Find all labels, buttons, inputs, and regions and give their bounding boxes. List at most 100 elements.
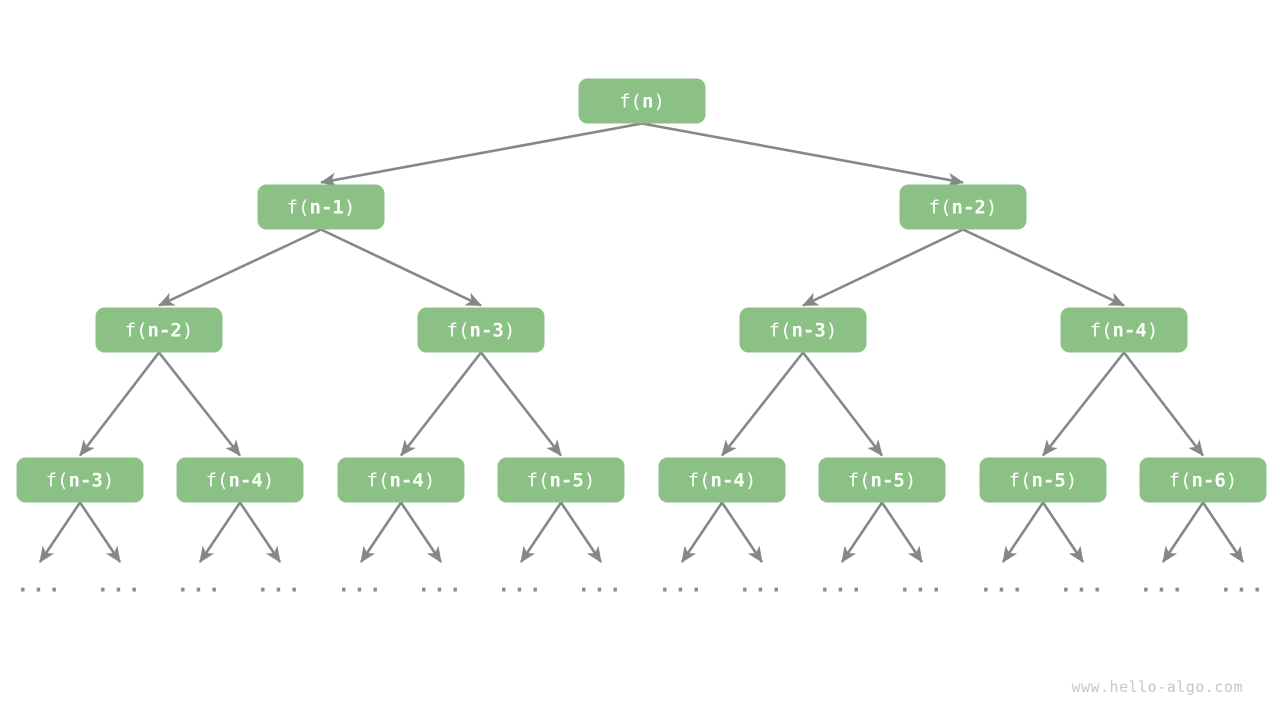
ellipsis-leaf: ... bbox=[658, 572, 706, 597]
node-label-prefix: f( bbox=[1008, 469, 1032, 491]
edge-arrow bbox=[1041, 351, 1126, 457]
edge-arrow bbox=[78, 501, 122, 563]
node-label-suffix: ) bbox=[102, 469, 115, 491]
edge-arrow bbox=[78, 351, 161, 457]
node-label-prefix: f( bbox=[928, 196, 952, 218]
node-label-argument: n-3 bbox=[68, 469, 103, 491]
node-label-argument: n-5 bbox=[1031, 469, 1066, 491]
node-label-suffix: ) bbox=[423, 469, 436, 491]
edge-arrow bbox=[801, 351, 884, 457]
ellipsis-leaf: ... bbox=[577, 572, 625, 597]
edge-arrow bbox=[519, 501, 563, 563]
node-label-suffix: ) bbox=[583, 469, 596, 491]
node-label-prefix: f( bbox=[687, 469, 711, 491]
node-label-suffix: ) bbox=[181, 319, 194, 341]
tree-node-n8: f(n-4) bbox=[176, 457, 304, 503]
node-label-argument: n-5 bbox=[549, 469, 584, 491]
edge-arrow bbox=[840, 501, 884, 563]
node-label-prefix: f( bbox=[847, 469, 871, 491]
edge-arrow bbox=[1001, 501, 1045, 563]
node-label-prefix: f( bbox=[446, 319, 470, 341]
node-label-prefix: f( bbox=[1168, 469, 1192, 491]
node-label-argument: n-3 bbox=[791, 319, 826, 341]
edge-arrow bbox=[559, 501, 603, 563]
tree-node-n12: f(n-5) bbox=[818, 457, 946, 503]
edge-arrow bbox=[880, 501, 924, 563]
edge-arrow bbox=[1041, 501, 1085, 563]
edge-arrow bbox=[399, 501, 443, 563]
ellipsis-leaf: ... bbox=[96, 572, 144, 597]
ellipsis-leaf: ... bbox=[16, 572, 64, 597]
node-label-prefix: f( bbox=[45, 469, 69, 491]
node-label-prefix: f( bbox=[526, 469, 550, 491]
edge-arrow bbox=[962, 228, 1125, 307]
node-label-argument: n bbox=[641, 90, 654, 112]
edge-arrow bbox=[157, 351, 242, 457]
tree-node-n5: f(n-3) bbox=[739, 307, 867, 353]
node-label-argument: n-1 bbox=[309, 196, 344, 218]
edge-arrow bbox=[320, 228, 482, 307]
edge-arrow bbox=[479, 351, 563, 457]
node-label-prefix: f( bbox=[286, 196, 310, 218]
node-label-argument: n-3 bbox=[469, 319, 504, 341]
node-label-suffix: ) bbox=[653, 90, 665, 112]
edge-arrow bbox=[38, 501, 82, 563]
node-label-prefix: f( bbox=[619, 90, 642, 112]
edge-arrow bbox=[1201, 501, 1245, 563]
edge-arrow bbox=[720, 501, 764, 563]
node-label-argument: n-2 bbox=[147, 319, 182, 341]
node-label-suffix: ) bbox=[503, 319, 516, 341]
node-label-argument: n-5 bbox=[870, 469, 905, 491]
node-label-suffix: ) bbox=[985, 196, 998, 218]
tree-node-n6: f(n-4) bbox=[1060, 307, 1188, 353]
node-label-suffix: ) bbox=[1146, 319, 1159, 341]
edge-arrow bbox=[359, 501, 403, 563]
node-label-prefix: f( bbox=[124, 319, 148, 341]
tree-node-n11: f(n-4) bbox=[658, 457, 786, 503]
ellipsis-leaf: ... bbox=[1059, 572, 1107, 597]
node-label-prefix: f( bbox=[366, 469, 390, 491]
ellipsis-leaf: ... bbox=[176, 572, 224, 597]
node-label-suffix: ) bbox=[904, 469, 917, 491]
node-label-prefix: f( bbox=[205, 469, 229, 491]
tree-node-n9: f(n-4) bbox=[337, 457, 465, 503]
tree-node-n13: f(n-5) bbox=[979, 457, 1107, 503]
tree-node-n3: f(n-2) bbox=[95, 307, 223, 353]
node-label-suffix: ) bbox=[1065, 469, 1078, 491]
node-label-suffix: ) bbox=[262, 469, 275, 491]
node-label-prefix: f( bbox=[768, 319, 792, 341]
node-label-argument: n-4 bbox=[1112, 319, 1147, 341]
node-label-suffix: ) bbox=[825, 319, 838, 341]
tree-node-n2: f(n-2) bbox=[899, 184, 1027, 230]
node-label-argument: n-4 bbox=[389, 469, 424, 491]
ellipsis-leaf: ... bbox=[497, 572, 545, 597]
edge-arrow bbox=[1161, 501, 1205, 563]
ellipsis-leaf: ... bbox=[979, 572, 1027, 597]
ellipsis-leaf: ... bbox=[256, 572, 304, 597]
ellipsis-leaf: ... bbox=[818, 572, 866, 597]
tree-node-n7: f(n-3) bbox=[16, 457, 144, 503]
edge-arrow bbox=[641, 122, 964, 187]
edge-arrow bbox=[158, 228, 322, 307]
node-label-prefix: f( bbox=[1089, 319, 1113, 341]
edge-arrow bbox=[720, 351, 805, 457]
tree-node-n1: f(n-1) bbox=[257, 184, 385, 230]
node-label-suffix: ) bbox=[343, 196, 356, 218]
edge-arrow bbox=[1122, 351, 1205, 457]
ellipsis-leaf: ... bbox=[337, 572, 385, 597]
node-label-suffix: ) bbox=[1225, 469, 1238, 491]
edge-arrow bbox=[680, 501, 724, 563]
tree-node-n0: f(n) bbox=[578, 78, 706, 124]
tree-node-n14: f(n-6) bbox=[1139, 457, 1267, 503]
ellipsis-leaf: ... bbox=[738, 572, 786, 597]
edge-arrow bbox=[399, 351, 483, 457]
edge-arrow bbox=[802, 228, 964, 307]
tree-node-n10: f(n-5) bbox=[497, 457, 625, 503]
node-label-argument: n-6 bbox=[1191, 469, 1226, 491]
ellipsis-leaf: ... bbox=[898, 572, 946, 597]
edge-arrow bbox=[198, 501, 242, 563]
edge-arrow bbox=[320, 122, 643, 187]
node-label-suffix: ) bbox=[744, 469, 757, 491]
watermark: www.hello-algo.com bbox=[1071, 678, 1243, 696]
